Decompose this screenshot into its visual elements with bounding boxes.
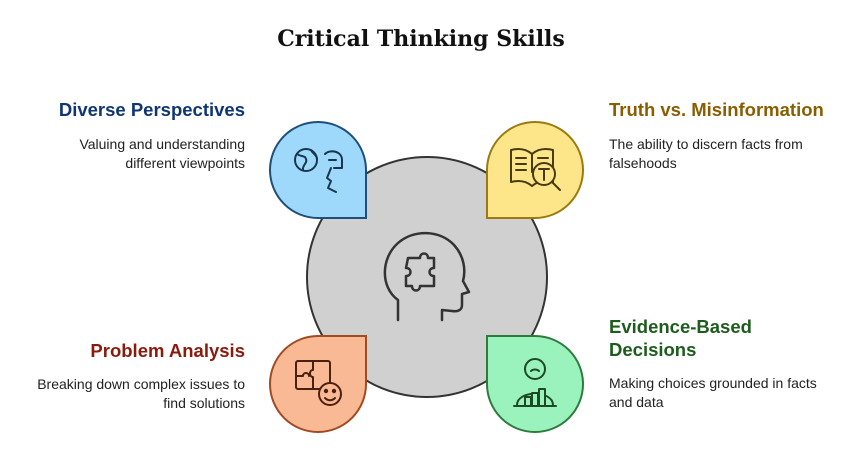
diagram-title: Critical Thinking Skills — [277, 26, 565, 52]
heading-diverse-perspectives: Diverse Perspectives — [58, 99, 245, 120]
heading-truth-vs-misinformation: Truth vs. Misinformation — [609, 99, 824, 120]
person-chart-icon — [513, 358, 557, 407]
desc-diverse-perspectives: Valuing and understanding different view… — [79, 136, 245, 171]
book-magnifier-icon — [510, 148, 561, 191]
label-truth-vs-misinformation: Truth vs. Misinformation The ability to … — [609, 98, 824, 173]
puzzle-face-icon — [295, 360, 342, 406]
label-evidence-based-decisions: Evidence-Based Decisions Making choices … — [609, 315, 824, 412]
drop-diverse-perspectives — [269, 121, 367, 219]
heading-evidence-based-decisions: Evidence-Based Decisions — [609, 316, 752, 360]
label-problem-analysis: Problem Analysis Breaking down complex i… — [30, 339, 245, 413]
label-diverse-perspectives: Diverse Perspectives Valuing and underst… — [40, 98, 245, 173]
desc-truth-vs-misinformation: The ability to discern facts from falseh… — [609, 136, 803, 171]
drop-problem-analysis — [269, 335, 367, 433]
desc-problem-analysis: Breaking down complex issues to find sol… — [37, 376, 245, 411]
desc-evidence-based-decisions: Making choices grounded in facts and dat… — [609, 375, 817, 410]
head-puzzle-icon — [383, 231, 471, 322]
heading-problem-analysis: Problem Analysis — [90, 340, 245, 361]
drop-evidence-based-decisions — [486, 335, 584, 433]
globe-head-icon — [294, 148, 343, 193]
